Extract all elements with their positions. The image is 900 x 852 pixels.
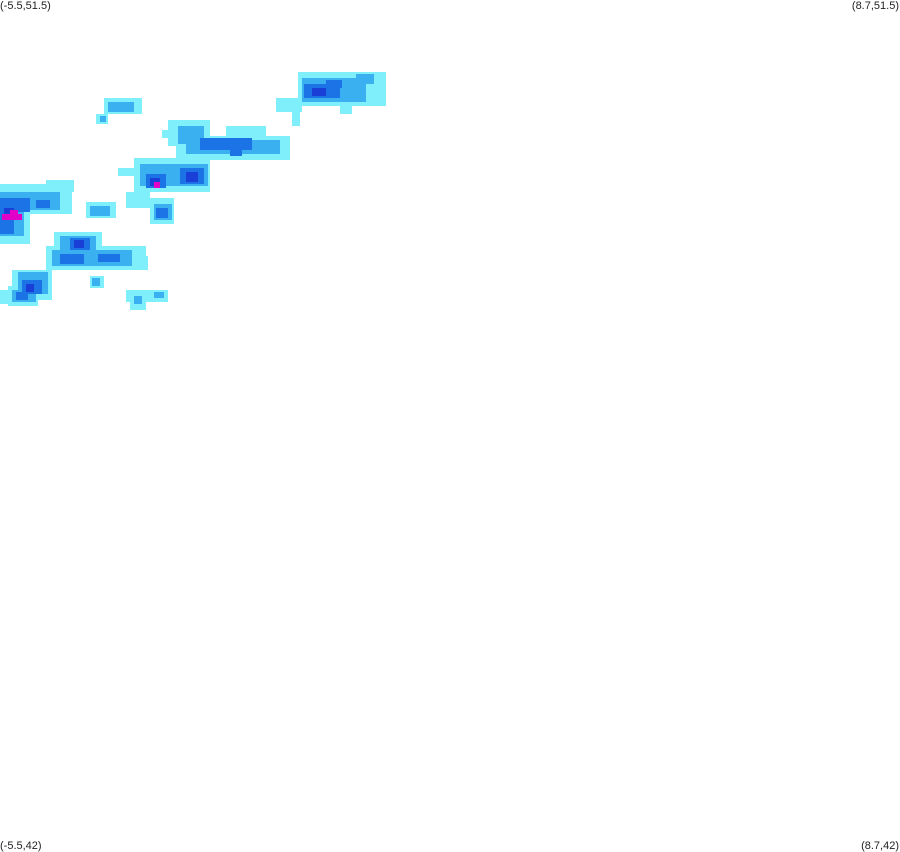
corner-coord-bottom-left: (-5.5,42) [0,840,42,852]
corner-coord-top-left: (-5.5,51.5) [0,0,51,12]
precip-light-cyan [0,72,386,310]
precip-magenta-core [2,182,160,220]
corner-coord-bottom-right: (8.7,42) [861,840,899,852]
corner-coord-top-right: (8.7,51.5) [851,0,899,12]
